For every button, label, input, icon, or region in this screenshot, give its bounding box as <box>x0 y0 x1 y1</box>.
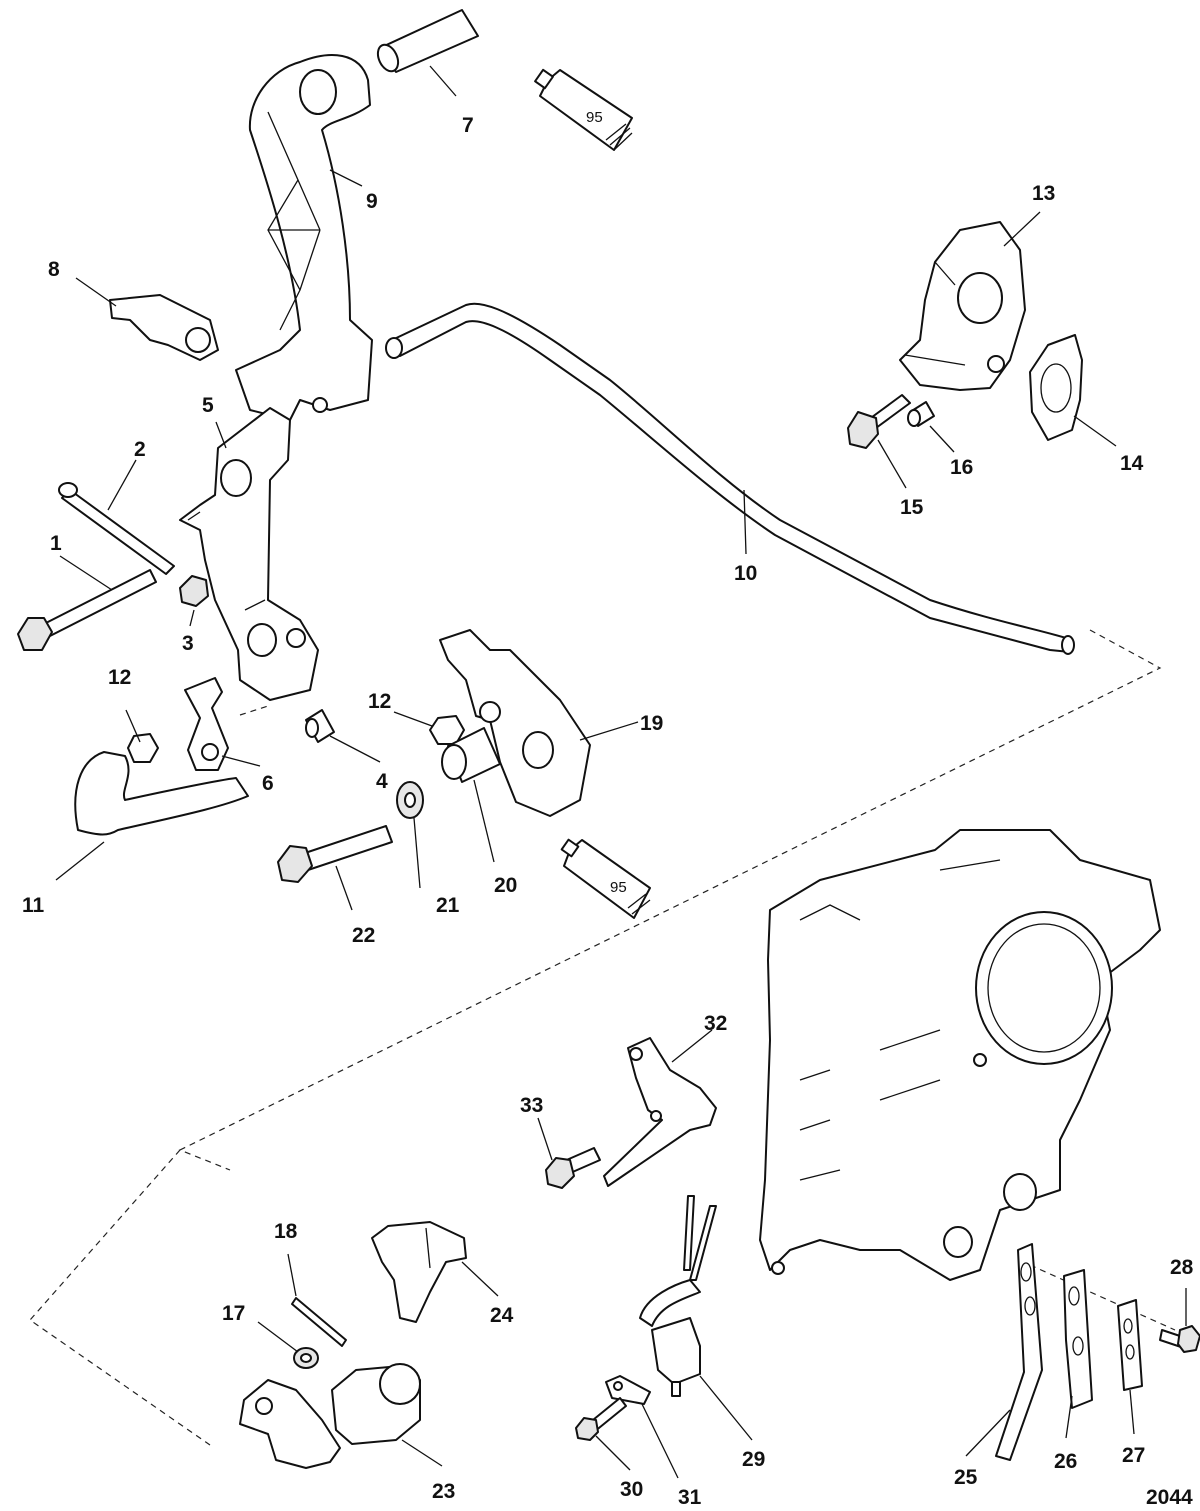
callout-3: 3 <box>182 632 194 655</box>
callout-10: 10 <box>734 562 757 585</box>
part-20-sleeve <box>441 727 501 783</box>
callout-20: 20 <box>494 874 517 897</box>
part-9-throttle-arm <box>235 54 373 421</box>
part-28-screw <box>1159 1325 1200 1353</box>
part-32-bracket <box>603 1037 717 1187</box>
part-18-pin <box>291 1297 347 1347</box>
callout-18: 18 <box>274 1220 298 1243</box>
callout-6: 6 <box>262 772 274 795</box>
lubricant-tube-95-top: 95 <box>534 68 633 151</box>
callout-30: 30 <box>620 1478 643 1501</box>
callout-25: 25 <box>954 1466 978 1489</box>
callout-29: 29 <box>742 1448 765 1471</box>
part-17-washer <box>293 1347 319 1369</box>
part-4-bushing <box>305 709 335 743</box>
callout-4: 4 <box>376 770 388 793</box>
callout-12-left: 12 <box>108 666 131 689</box>
part-1-bolt <box>17 569 157 651</box>
callout-23: 23 <box>432 1480 455 1503</box>
part-13-bracket <box>899 221 1026 391</box>
part-10-link-rod <box>385 302 1075 655</box>
callout-16: 16 <box>950 456 973 479</box>
part-5-lever <box>179 407 319 701</box>
part-12-clip-left <box>127 733 159 763</box>
callout-1: 1 <box>50 532 62 555</box>
leader-lines <box>55 65 1187 1479</box>
callout-24: 24 <box>490 1304 514 1327</box>
part-29-switch <box>639 1195 717 1397</box>
part-8-clip <box>109 294 219 361</box>
part-19-cam <box>439 629 591 817</box>
callout-14: 14 <box>1120 452 1144 475</box>
callout-5: 5 <box>202 394 214 417</box>
part-22-bolt <box>277 825 393 883</box>
part-15-bolt <box>847 394 911 449</box>
part-24-clip <box>371 1221 467 1323</box>
part-6-link <box>184 677 229 771</box>
callout-27: 27 <box>1122 1444 1145 1467</box>
callout-28: 28 <box>1170 1256 1194 1279</box>
callout-33: 33 <box>520 1094 543 1117</box>
callout-7: 7 <box>462 114 474 137</box>
callout-2: 2 <box>134 438 146 461</box>
part-21-washer <box>396 781 424 819</box>
callout-26: 26 <box>1054 1450 1077 1473</box>
callout-32: 32 <box>704 1012 727 1035</box>
part-14-gasket <box>1029 334 1083 441</box>
part-30-screw <box>575 1397 627 1441</box>
part-16-bushing <box>907 401 935 427</box>
callout-13: 13 <box>1032 182 1055 205</box>
callout-21: 21 <box>436 894 460 917</box>
callout-labels: 7 9 8 13 14 16 15 5 2 1 3 10 12 12 19 6 … <box>22 114 1194 1509</box>
part-25-shim <box>995 1243 1043 1461</box>
callout-31: 31 <box>678 1486 702 1509</box>
part-27-shim <box>1117 1299 1143 1391</box>
part-7-pin <box>376 9 479 73</box>
part-11-hose <box>74 751 249 836</box>
tube-label-middle: 95 <box>610 879 627 896</box>
part-3-nut <box>179 575 209 607</box>
callout-17: 17 <box>222 1302 245 1325</box>
part-2-pin <box>58 482 175 575</box>
callout-12-right: 12 <box>368 690 391 713</box>
tube-label-top: 95 <box>586 109 603 126</box>
callout-19: 19 <box>640 712 663 735</box>
callout-11: 11 <box>22 894 45 917</box>
housing <box>759 829 1161 1281</box>
part-31-plate <box>605 1375 651 1405</box>
assembly-boundary-lines <box>29 629 1176 1446</box>
part-23-sensor <box>239 1363 421 1469</box>
part-26-shim <box>1063 1269 1093 1409</box>
lubricant-tube-95-middle: 95 <box>560 838 651 919</box>
callout-15: 15 <box>900 496 924 519</box>
callout-8: 8 <box>48 258 60 281</box>
figure-number: 2044 <box>1146 1486 1193 1509</box>
callout-9: 9 <box>366 190 378 213</box>
part-12-clip-right <box>429 715 465 745</box>
callout-22: 22 <box>352 924 375 947</box>
part-33-bolt <box>545 1147 601 1189</box>
